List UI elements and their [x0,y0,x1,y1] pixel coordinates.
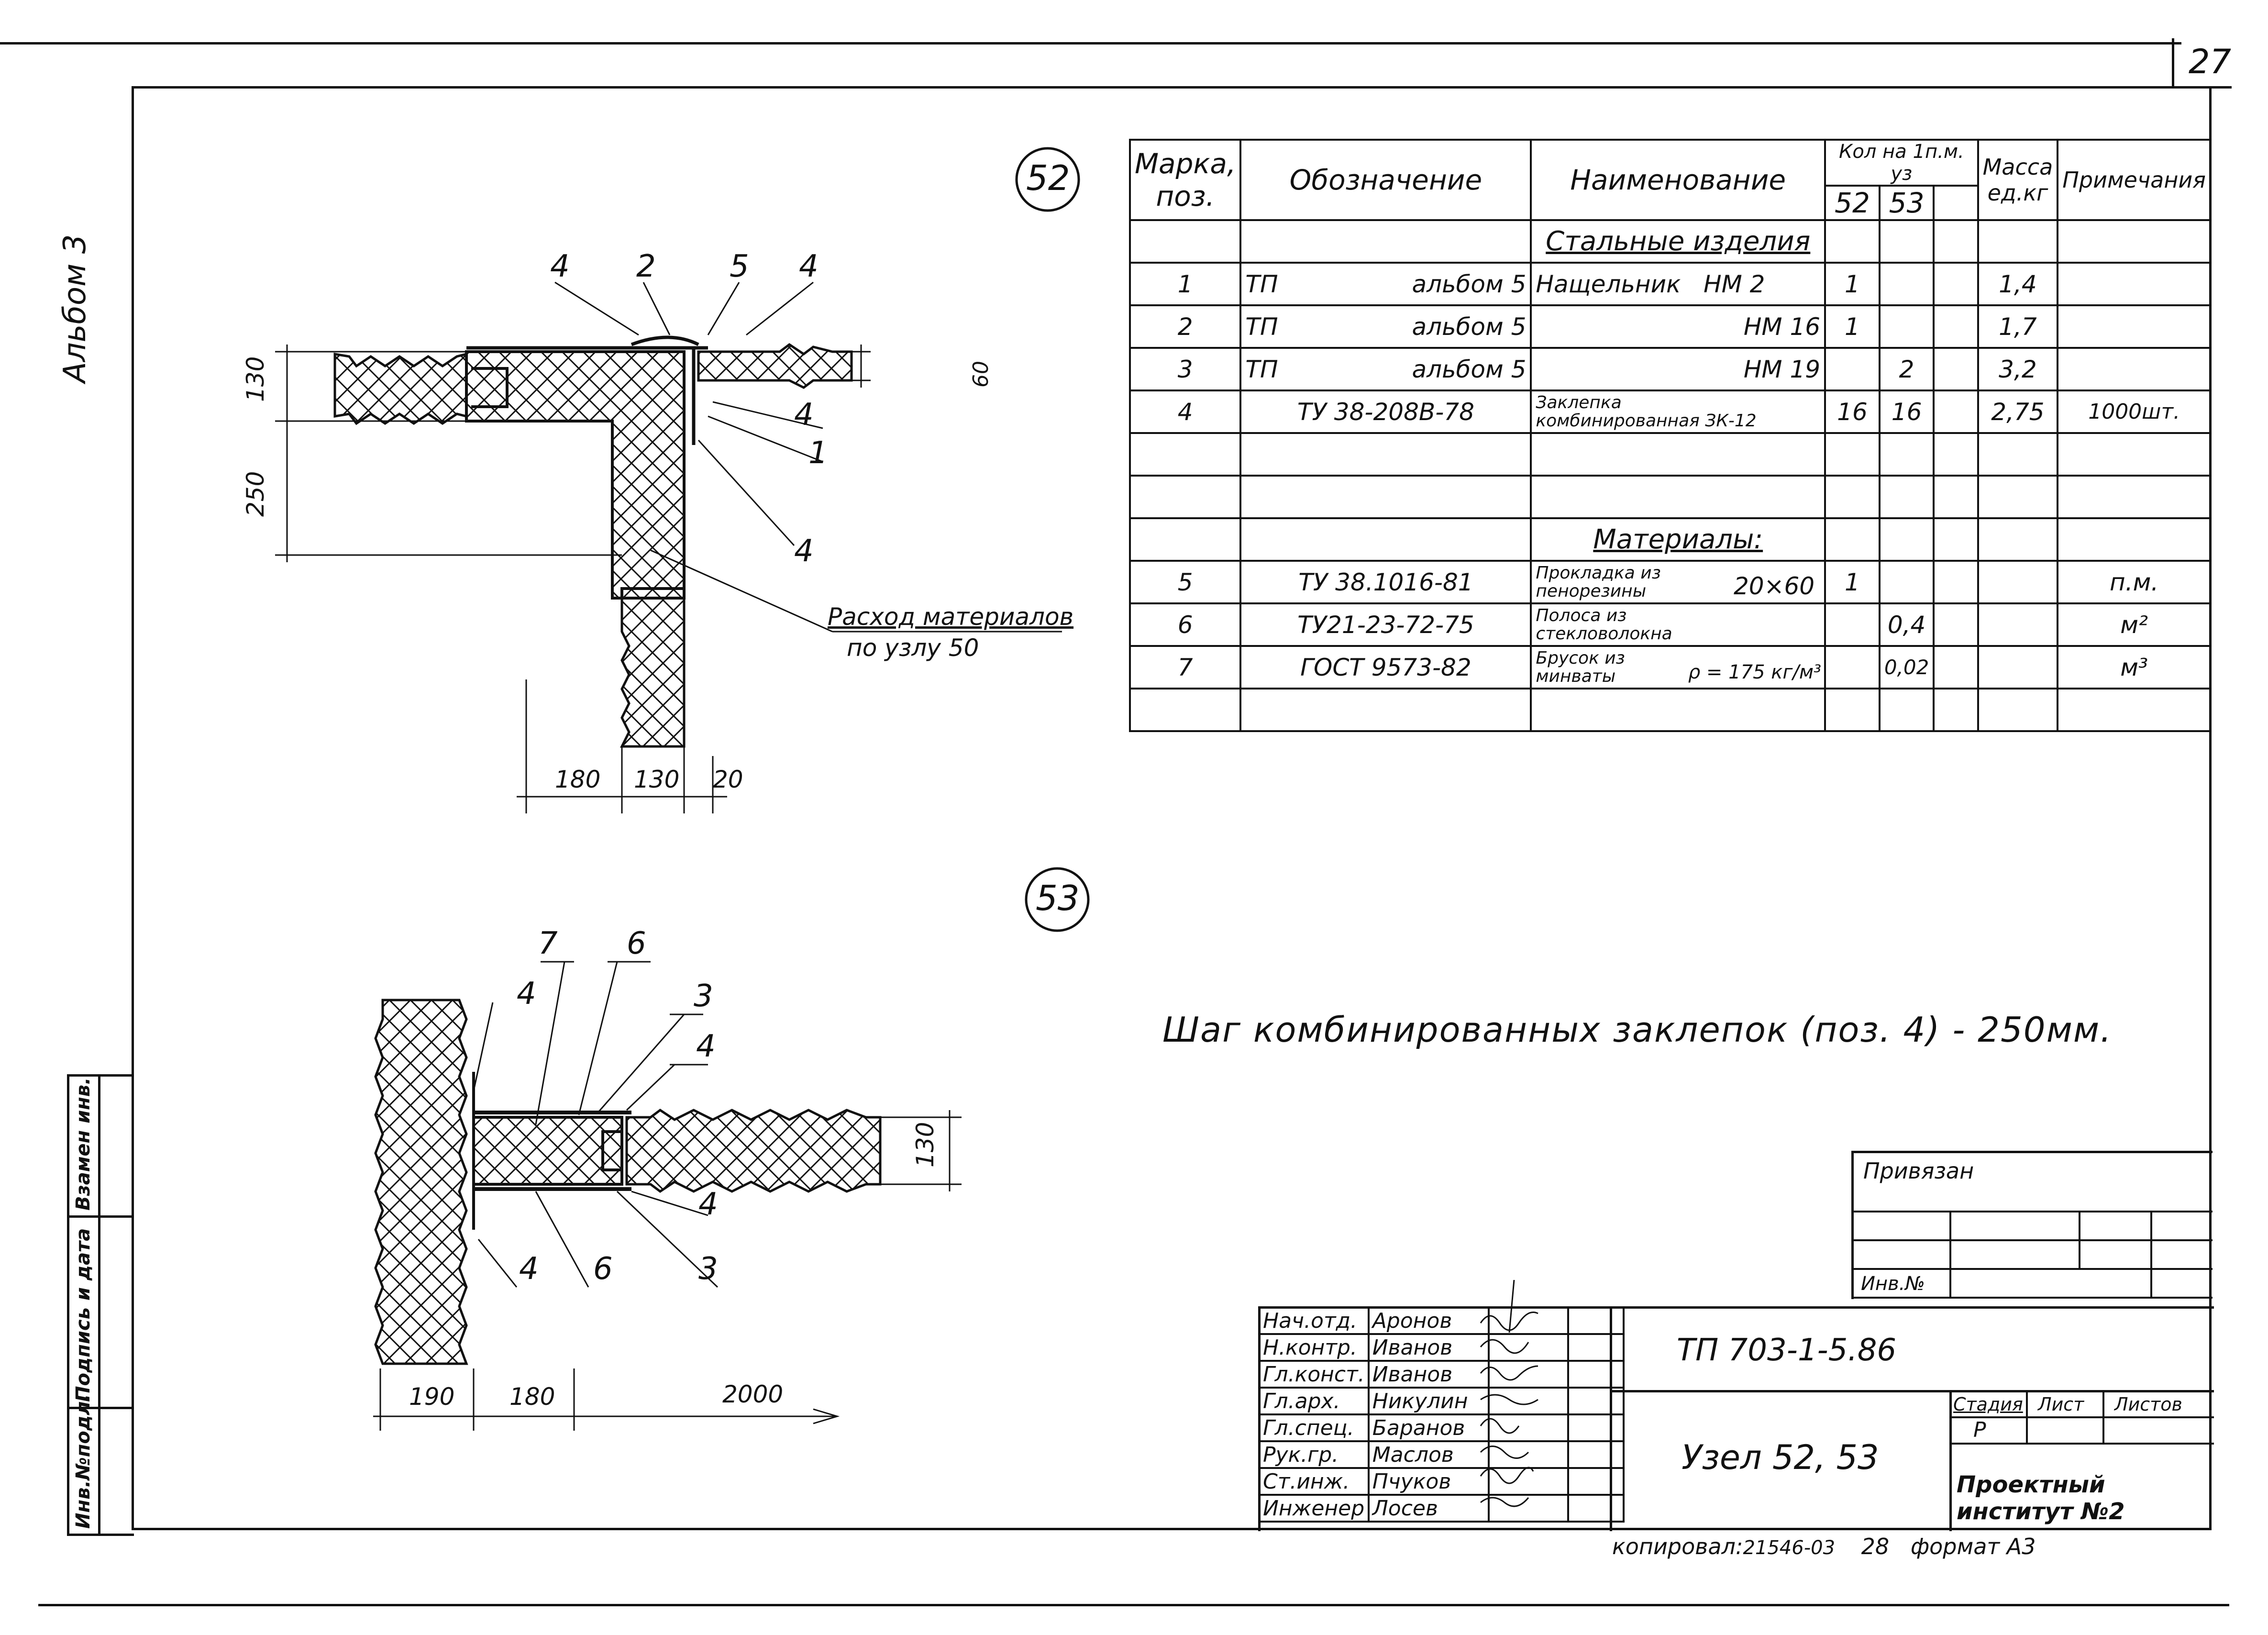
node53-badge: 53 [1036,878,1080,918]
signatures-table: Нач.отд.Аронов Н.контр.Иванов Гл.конст.И… [1258,1306,1625,1523]
node52-callout-1: 4 [550,249,570,284]
privyazan-inv: Инв.№ [1861,1273,1925,1295]
node53-wall-panel [374,999,468,1365]
node53-badge-circle [1025,867,1090,932]
col-mark: Марка, поз. [1128,139,1242,221]
node53-dim-190: 190 [409,1383,455,1411]
node52-vertical-panel [620,597,686,748]
node53-callout-4b: 4 [696,1029,716,1064]
privyazan-block: Привязан Инв.№ [1851,1151,2213,1299]
node53-callout-6: 6 [627,926,646,961]
node53-callout-3a: 3 [694,979,713,1014]
node52-dim-20: 20 [713,766,743,793]
left-strip: Инв.№подл. Подпись и дата Взамен инв. [67,1074,134,1536]
node52-callout-4: 4 [799,249,819,284]
page-number-box [2172,38,2232,89]
institute: Проектный институт №2 [1957,1471,2125,1525]
node53-callout-7: 7 [538,926,558,961]
table-row-empty [1128,432,2212,477]
col-designation: Обозначение [1239,139,1532,221]
title-block: Нач.отд.Аронов Н.контр.Иванов Гл.конст.И… [1258,1280,2214,1531]
node52-callout-5: 4 [794,397,814,433]
node52-badge: 52 [1026,158,1070,198]
node52-note-line1: Расход материалов [828,603,1074,631]
node53-callout-4c: 4 [698,1187,718,1222]
node52-right-panel [697,343,853,389]
page-number: 27 [2189,42,2232,81]
section-materials-row: Материалы: [1128,517,2212,562]
node53-drawing [373,867,1090,1431]
sheet-label: Лист [2038,1394,2084,1415]
node53-callout-4a: 4 [517,976,536,1012]
copy-stamp: копировал:21546-03 28 формат А3 [1612,1534,2036,1559]
node52-dim-180: 180 [555,766,601,793]
node53-dim-130: 130 [911,1122,939,1168]
section-steel-row: Стальные изделия [1128,219,2212,264]
node52-dim-60: 60 [969,361,993,388]
node52-callout-6: 1 [808,435,828,471]
node52-dim-130: 130 [242,356,269,402]
node53-callout-6b: 6 [593,1251,613,1287]
col-q53: 53 [1878,185,1935,221]
frame-right [2209,86,2212,1530]
node52-drawing [275,147,1080,813]
table-row-empty [1128,475,2212,519]
node52-cap-plate [631,335,699,346]
col-mass: Масса ед.кг [1977,139,2059,221]
node52-callout-3: 5 [730,249,749,284]
node53-dim-2000: 2000 [722,1380,784,1408]
col-name: Наименование [1530,139,1826,221]
node52-callout-7: 4 [794,534,814,569]
col-qty: Кол на 1п.м. уз [1824,139,1979,187]
col-note: Примечания [2057,139,2212,221]
privyazan-title: Привязан [1863,1158,1974,1184]
bottom-sheet-line [38,1604,2229,1606]
signatures-icon [1480,1280,1538,1507]
section-steel: Стальные изделия [1530,219,1826,264]
node52-corner-block [465,350,686,600]
node53-callout-3b: 3 [698,1251,718,1287]
node53-callout-4d: 4 [519,1251,539,1287]
node52-dim-250: 250 [242,471,269,517]
node53-dim-180: 180 [509,1383,555,1411]
frame-top [132,86,2212,89]
node52-dim-130b: 130 [634,766,680,793]
spec-table: Марка, поз. Обозначение Наименование Кол… [1128,139,2212,732]
rivet-note: Шаг комбинированных заклепок (поз. 4) - … [1162,1010,2113,1050]
top-sheet-line [0,42,2181,44]
node-title: Узел 52, 53 [1682,1438,1879,1477]
spec-header-row-1: Марка, поз. Обозначение Наименование Кол… [1128,139,2212,221]
stage-label: Стадия [1953,1394,2023,1415]
node52-note-line2: по узлу 50 [847,634,979,662]
section-materials: Материалы: [1530,517,1826,562]
col-qx [1933,185,1979,221]
node52-badge-circle [1015,147,1080,212]
node53-horizontal-panel [625,1108,882,1193]
frame-bottom [132,1528,2212,1530]
node52-callout-2: 2 [636,249,656,284]
col-q52: 52 [1824,185,1881,221]
sheets-label: Листов [2114,1394,2182,1415]
stage-value: Р [1973,1418,1986,1442]
spec-header-row-2: 52 53 [1130,185,2211,221]
node53-mineral-block [472,1116,623,1186]
document-code: ТП 703-1-5.86 [1677,1333,1897,1368]
frame-left [132,86,134,1530]
node52-left-panel [333,352,468,425]
table-row-empty [1128,688,2212,732]
